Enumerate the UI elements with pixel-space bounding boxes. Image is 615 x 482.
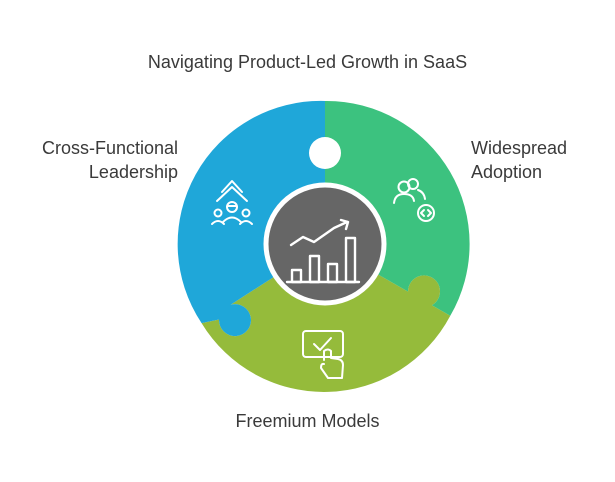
label-cross-functional-leadership: Cross-Functional Leadership xyxy=(42,136,178,184)
diagram-title: Navigating Product-Led Growth in SaaS xyxy=(147,52,468,72)
segment-cross-functional-leadership xyxy=(177,100,325,337)
label-widespread-adoption: Widespread Adoption xyxy=(471,136,567,184)
leadership-growth-icon xyxy=(211,180,253,225)
label-line: Leadership xyxy=(88,162,178,182)
hand-checkbox-icon xyxy=(302,330,344,379)
users-code-icon xyxy=(393,178,435,222)
label-freemium-models: Freemium Models xyxy=(235,411,380,431)
label-line: Widespread xyxy=(471,138,568,158)
center-hub xyxy=(263,182,387,306)
growth-chart-icon xyxy=(285,218,361,284)
label-line: Cross-Functional xyxy=(41,138,178,158)
segment-freemium-models xyxy=(201,244,451,392)
label-line: Adoption xyxy=(471,162,543,182)
